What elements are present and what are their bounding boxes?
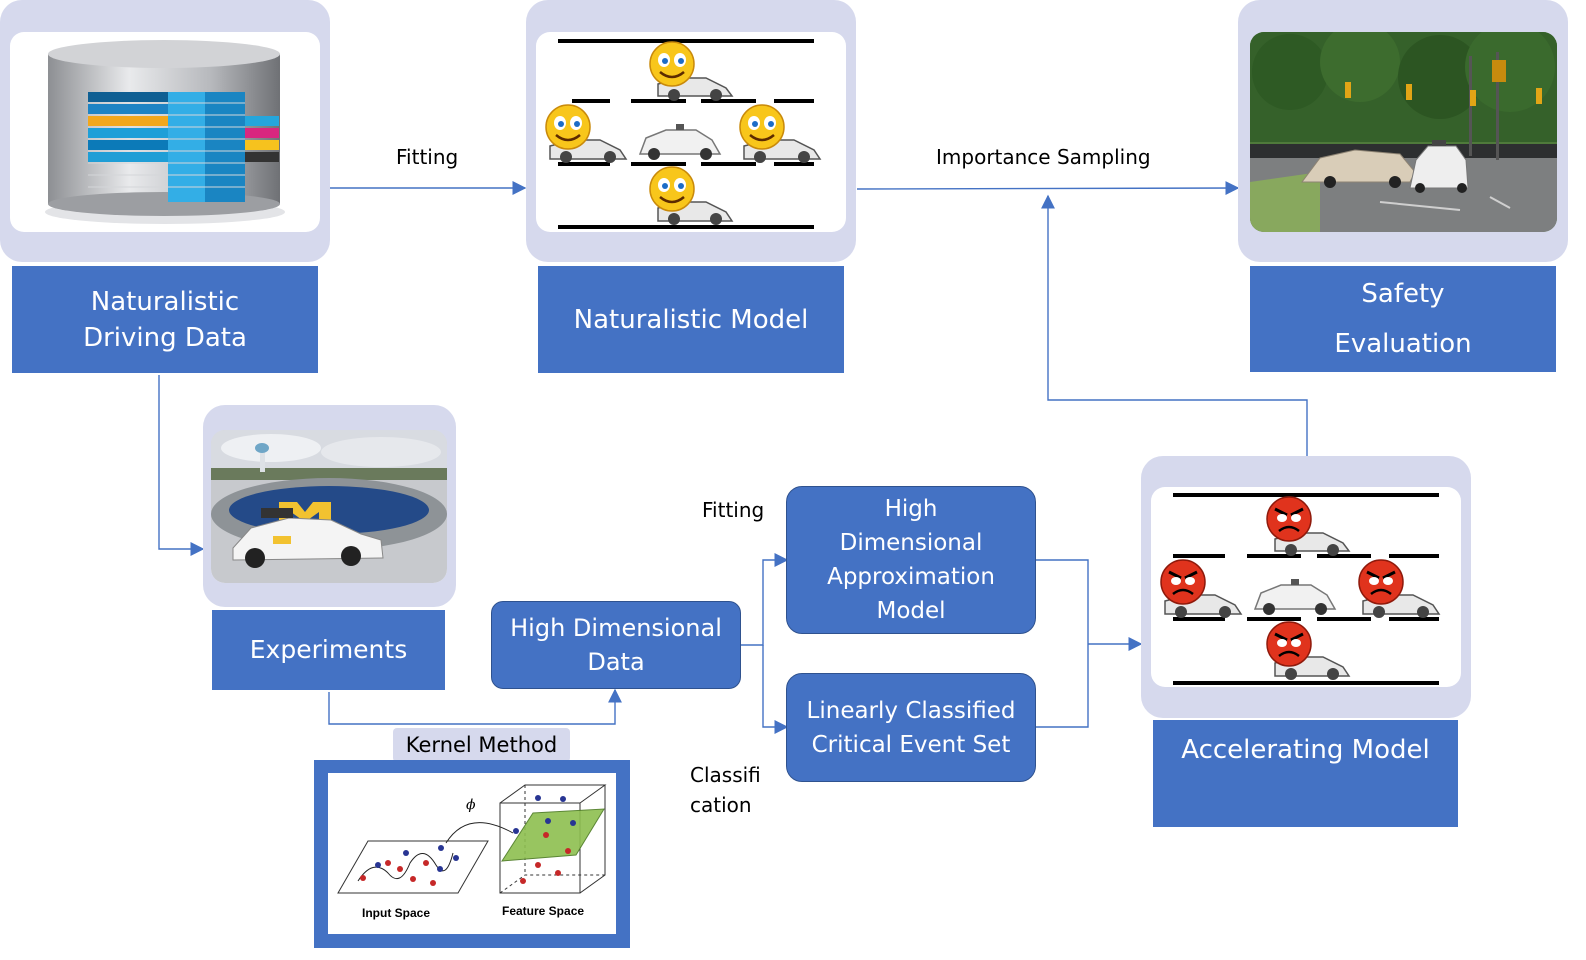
traffic-scene-icon [545,39,822,229]
feature-space-label: Feature Space [502,904,585,918]
arrow-data-to-experiments [158,375,205,556]
angry-driver-bottom [1266,621,1351,680]
arrow-model-to-safety [856,181,1240,196]
classification-label-line2: cation [690,793,752,817]
experiments-label: Experiments [212,610,445,690]
fitting-label-top: Fitting [396,145,459,169]
arrow-experiments-to-highdim [328,688,622,725]
angry-driver-right [1358,559,1441,618]
naturalistic-model-label: Naturalistic Model [538,266,844,373]
intersection-photo-icon [1250,32,1557,232]
arrow-highdim-to-approx [740,553,789,646]
high-dimensional-approximation-node: High Dimensional Approximation Model [786,486,1036,634]
happy-driver-bottom [649,166,734,225]
fitting-label-mid: Fitting [702,498,765,522]
high-dimensional-data-node: High Dimensional Data [491,601,741,689]
kernel-mapping-diagram [337,784,607,894]
kernel-method-title: Kernel Method [405,733,558,757]
database-icon [45,40,285,224]
classification-label-line1: Classifi [690,763,761,787]
happy-driver-top [649,41,734,101]
arrow-approx-merge [1034,559,1089,644]
angry-driver-left [1160,559,1243,618]
safety-evaluation-label: Safety Evaluation [1250,266,1556,372]
traffic-scene-angry-icon [1160,493,1441,685]
traffic-scene-angry [1151,487,1461,687]
input-space-label: Input Space [362,906,431,920]
autonomous-car-center [638,124,722,160]
kernel-method-tab [393,728,570,762]
accelerating-model-label: Accelerating Model [1153,720,1458,827]
happy-driver-right [739,104,822,163]
autonomous-car-center-2 [1253,579,1337,615]
arrow-accelerating-to-sampling [1041,194,1308,457]
kernel-figure: ϕ Input Space Feature Space [328,773,616,934]
angry-driver-top [1266,496,1351,556]
mcity-photo-icon [211,430,447,583]
phi-symbol: ϕ [466,797,476,813]
intersection-photo [1250,32,1557,232]
mcity-photo [211,430,447,583]
database-image [10,32,320,232]
linearly-classified-node: Linearly Classified Critical Event Set [786,673,1036,782]
importance-sampling-label: Importance Sampling [936,145,1151,169]
happy-driver-left [545,104,628,163]
arrow-highdim-to-classified [762,645,789,734]
traffic-scene-happy [536,32,846,232]
naturalistic-data-label: Naturalistic Driving Data [12,266,318,373]
arrow-classified-merge [1034,644,1089,728]
